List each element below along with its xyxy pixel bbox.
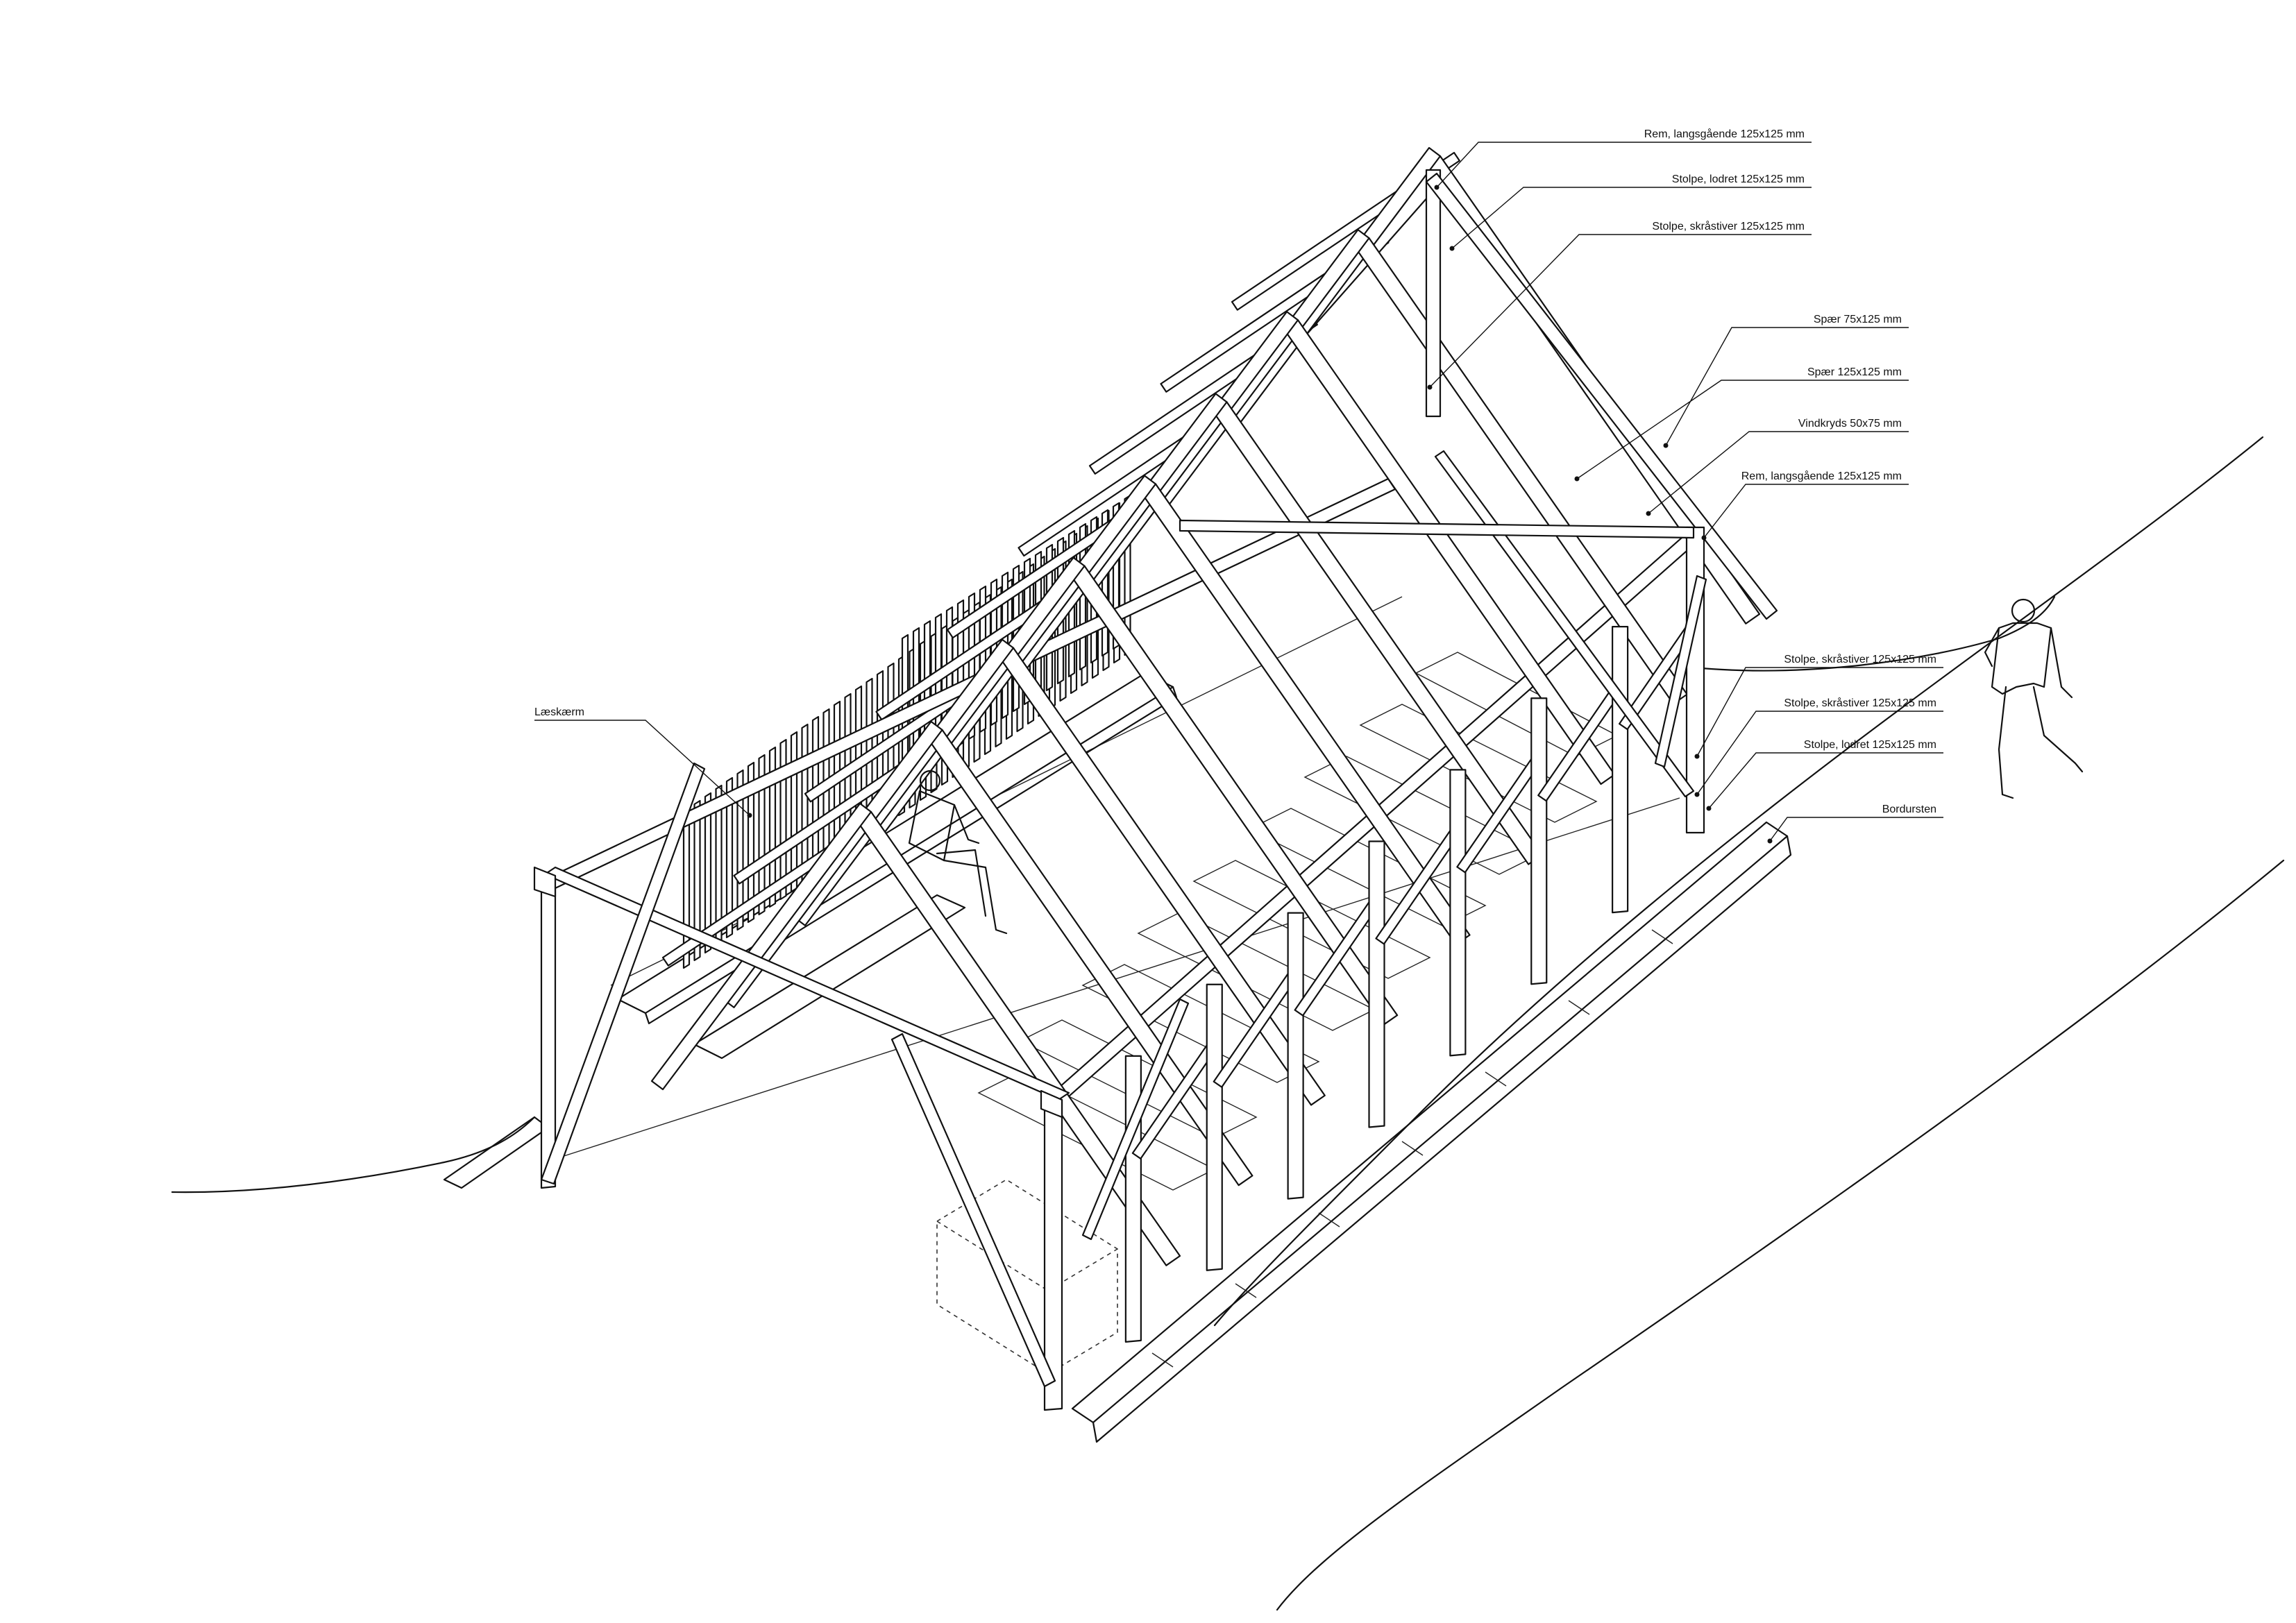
post-vertical — [1287, 912, 1304, 1200]
annotation-labels: Rem, langsgående 125x125 mm Stolpe, lodr… — [534, 128, 1936, 815]
label-rem-top: Rem, langsgående 125x125 mm — [1644, 128, 1805, 140]
post-vertical — [1530, 697, 1548, 985]
posts — [1124, 612, 1705, 1343]
label-spaer-75: Spær 75x125 mm — [1814, 314, 1902, 325]
bench — [616, 672, 1178, 1060]
rafters — [650, 146, 1761, 1266]
back-gable — [1179, 169, 1778, 834]
label-vindkryds: Vindkryds 50x75 mm — [1798, 418, 1902, 430]
screen-slat — [725, 776, 734, 939]
rafter-right — [1070, 565, 1399, 1026]
label-stolpe-lodret-bottom: Stolpe, lodret 125x125 mm — [1804, 739, 1936, 751]
label-stolpe-lodret-top: Stolpe, lodret 125x125 mm — [1672, 173, 1805, 185]
post-vertical — [1368, 840, 1385, 1128]
rafter-right — [1283, 319, 1616, 785]
person-walking — [1984, 598, 2084, 799]
rafter-right — [1354, 237, 1688, 705]
post-vertical — [1449, 769, 1467, 1057]
curb — [443, 821, 1792, 1443]
rafter-left — [650, 802, 872, 1091]
rafter-right — [999, 647, 1326, 1106]
label-laeskaerm: Læskærm — [534, 706, 584, 718]
floor — [555, 596, 1680, 1159]
leaders — [534, 142, 1943, 844]
knee-brace — [1213, 969, 1299, 1088]
person-sitting — [908, 770, 1008, 935]
label-stolpe-skraastiver-2: Stolpe, skråstiver 125x125 mm — [1784, 697, 1936, 709]
label-spaer-125: Spær 125x125 mm — [1807, 366, 1902, 378]
front-gable — [533, 762, 1190, 1411]
rafter-right — [1212, 401, 1543, 865]
label-bordursten: Bordursten — [1882, 804, 1936, 815]
post-vertical — [1206, 983, 1223, 1271]
label-rem-mid: Rem, langsgående 125x125 mm — [1741, 470, 1902, 482]
screen-slat — [704, 792, 712, 954]
label-stolpe-skraastiver-top: Stolpe, skråstiver 125x125 mm — [1652, 220, 1805, 232]
screen-slat — [693, 799, 701, 962]
terrain-lines — [171, 436, 2285, 1611]
label-stolpe-skraastiver-1: Stolpe, skråstiver 125x125 mm — [1784, 653, 1936, 665]
post-vertical — [1612, 626, 1629, 914]
rafter-right — [927, 729, 1253, 1187]
